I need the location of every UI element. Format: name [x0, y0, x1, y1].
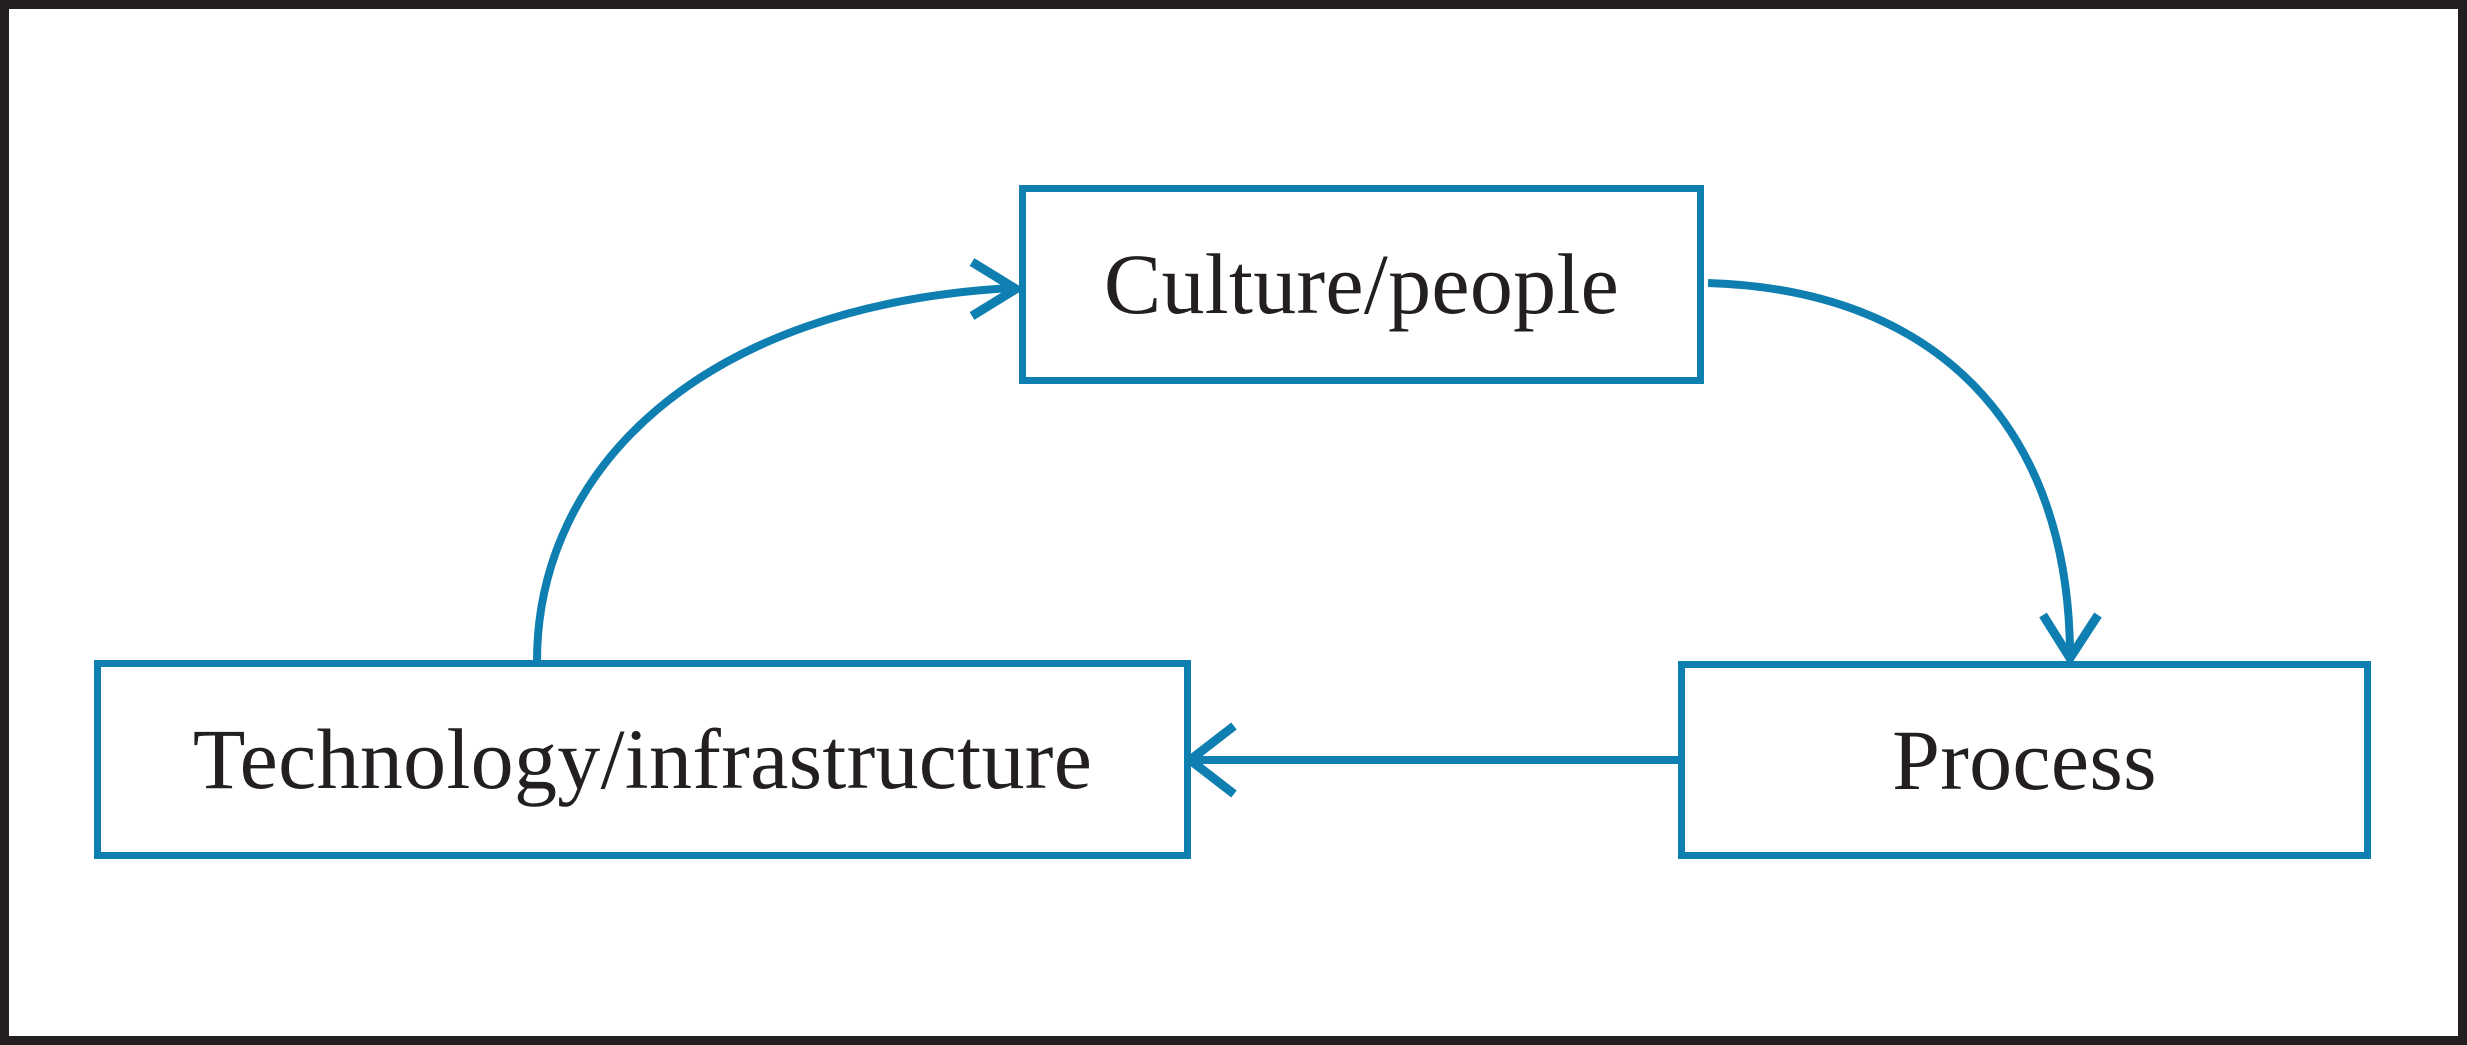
- node-culture-people[interactable]: Culture/people: [1019, 185, 1704, 384]
- edge-culture-to-process-arrowhead: [2039, 612, 2102, 667]
- edge-culture-to-process: [1707, 279, 2102, 667]
- node-process[interactable]: Process: [1678, 661, 2371, 859]
- node-technology-infrastructure-label: Technology/infrastructure: [192, 711, 1093, 808]
- edge-culture-to-process-path: [1707, 279, 2074, 653]
- edge-technology-to-culture-arrowhead: [969, 258, 1025, 320]
- edge-technology-to-culture: [533, 258, 1025, 662]
- edge-technology-to-culture-path: [533, 284, 1013, 662]
- node-process-label: Process: [1892, 711, 2157, 808]
- node-culture-people-label: Culture/people: [1103, 236, 1620, 333]
- node-technology-infrastructure[interactable]: Technology/infrastructure: [94, 660, 1191, 859]
